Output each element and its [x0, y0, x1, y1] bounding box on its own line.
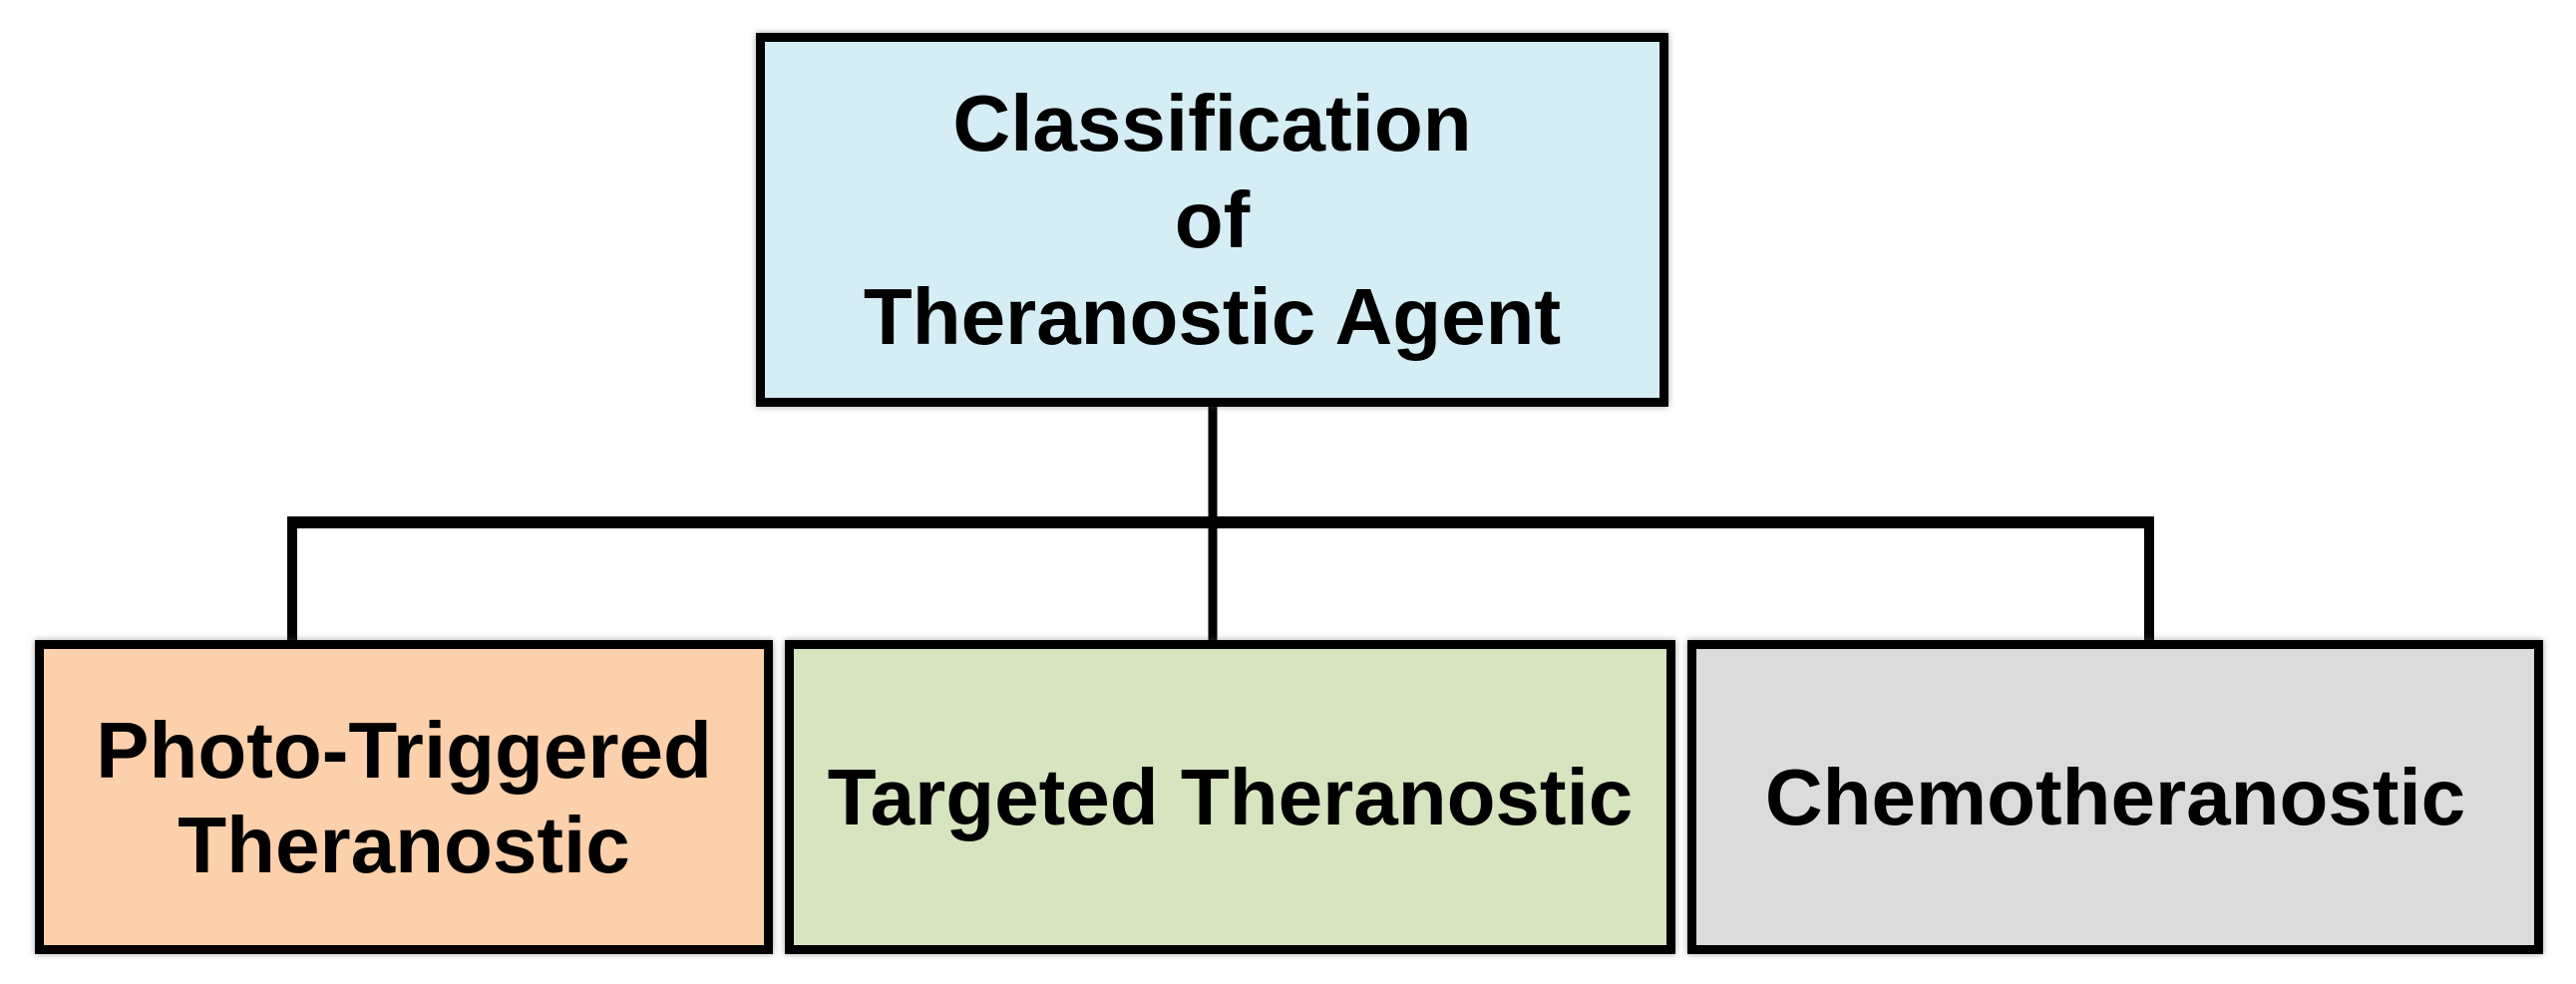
node-photo-triggered-theranostic: Photo-Triggered Theranostic — [35, 640, 773, 954]
node-label-line: Theranostic Agent — [863, 272, 1562, 361]
node-targeted-theranostic: Targeted Theranostic — [785, 640, 1675, 954]
node-label-line: Photo-Triggered — [96, 705, 712, 795]
node-label-line: Targeted Theranostic — [827, 753, 1634, 841]
node-classification-of-theranostic-agent: Classification of Theranostic Agent — [756, 33, 1668, 407]
node-label-line: Theranostic — [178, 800, 630, 889]
node-label-line: Classification — [952, 79, 1472, 167]
node-chemotheranostic: Chemotheranostic — [1687, 640, 2543, 954]
node-label-line: Chemotheranostic — [1764, 753, 2466, 841]
node-label-line: of — [1174, 175, 1251, 264]
